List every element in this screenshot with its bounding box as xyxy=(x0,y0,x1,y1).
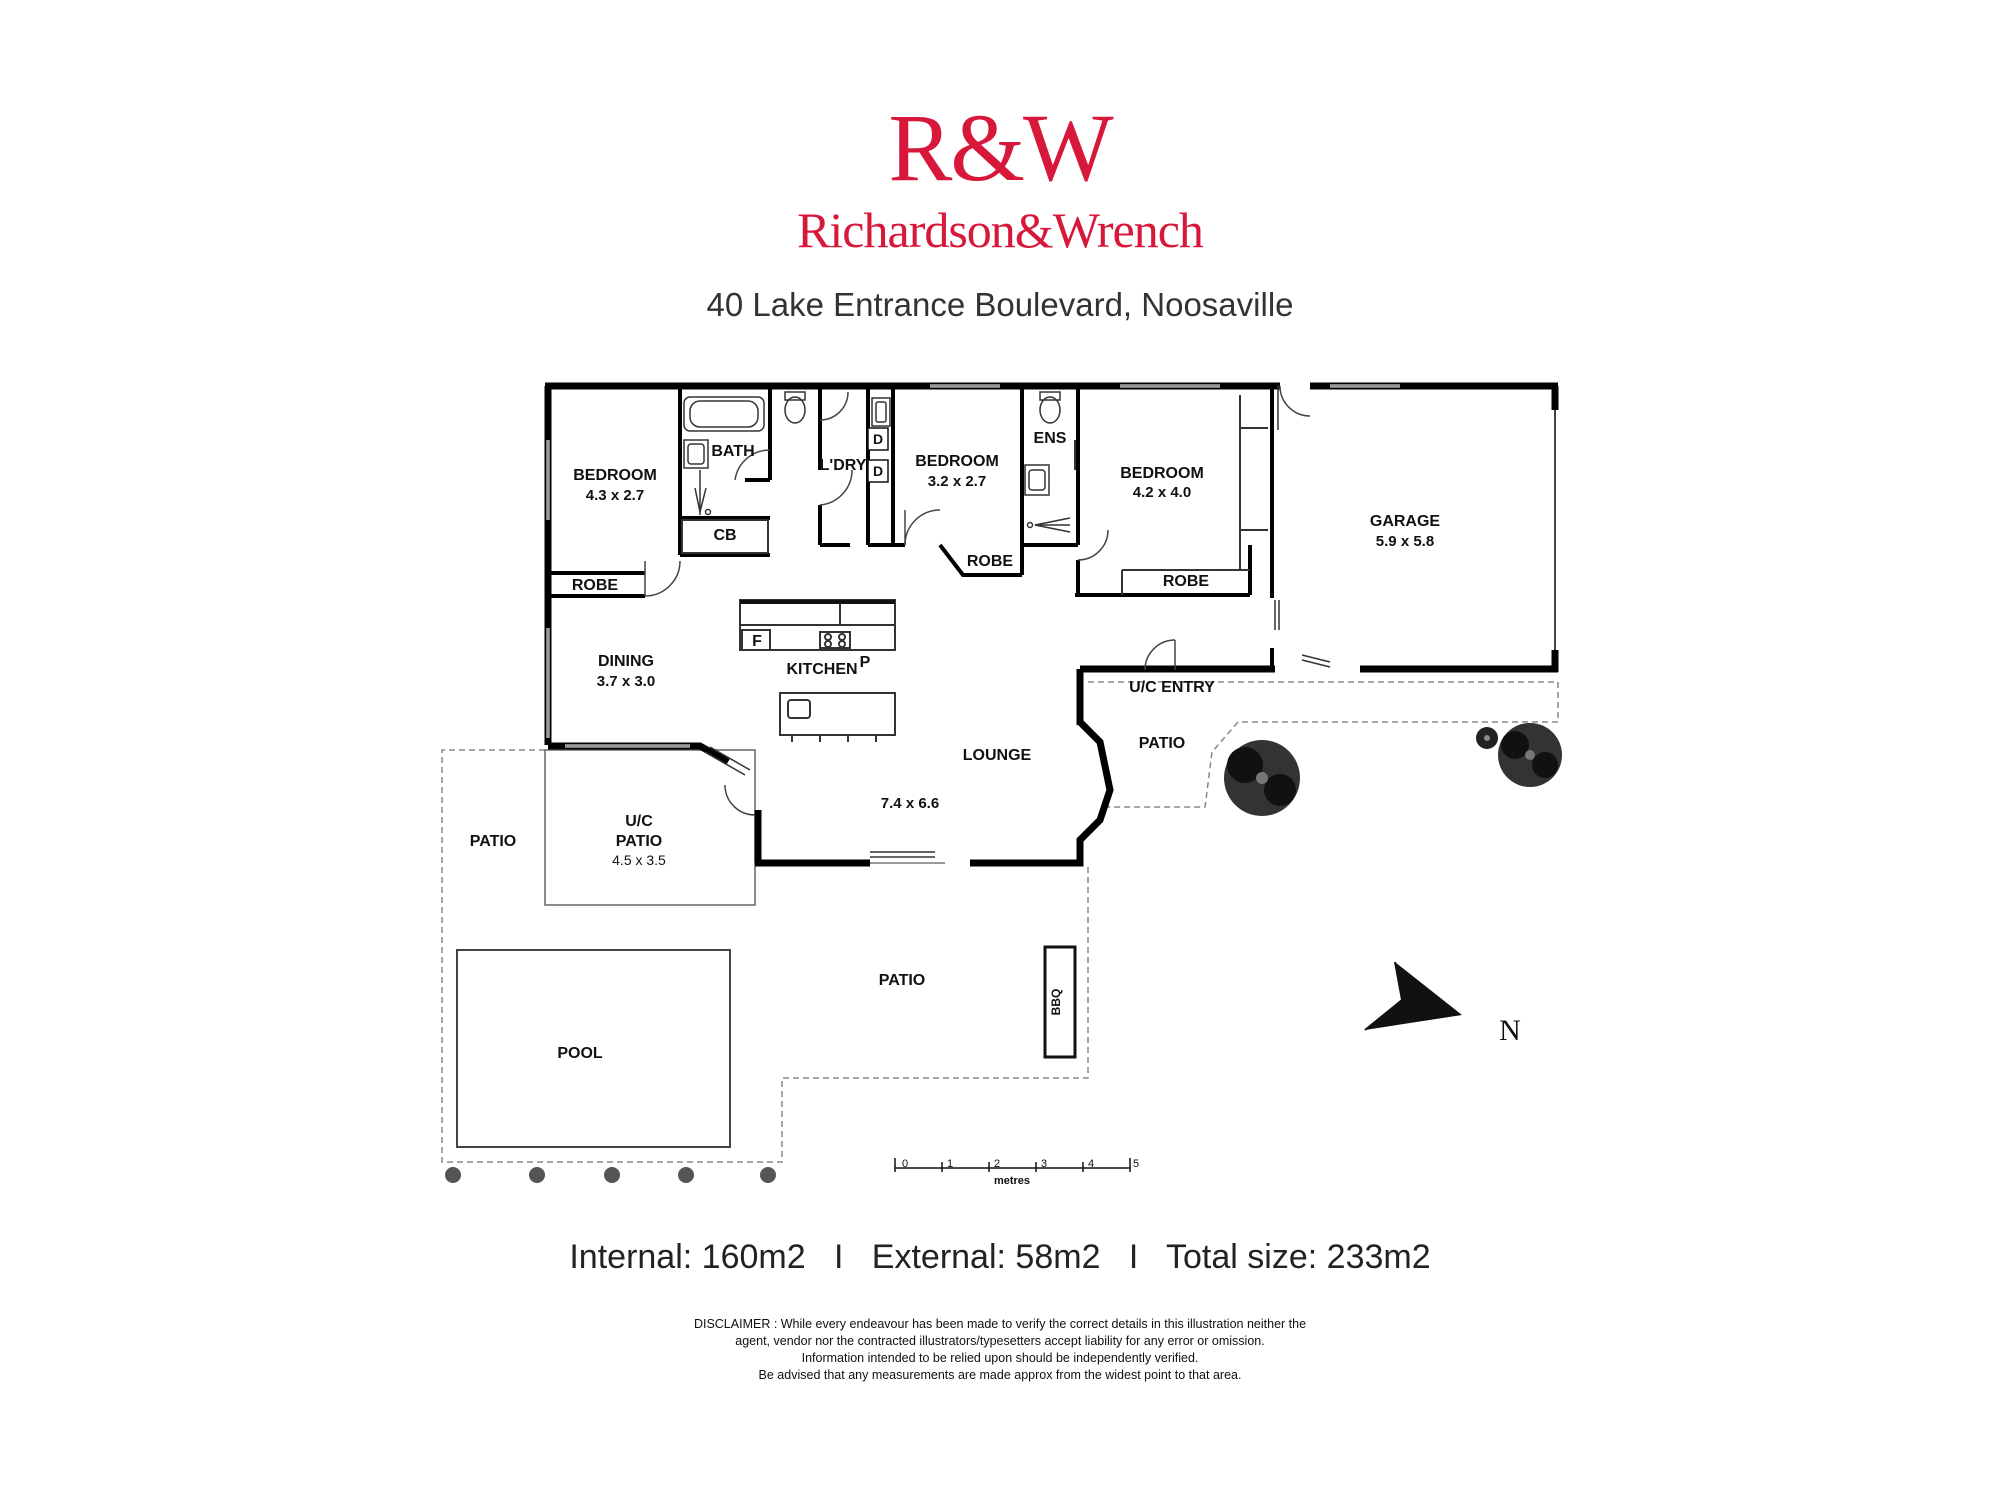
disclaimer-line: agent, vendor nor the contracted illustr… xyxy=(735,1334,1265,1348)
brand-name: Richardson&Wrench xyxy=(797,202,1204,258)
bedroom-3-dims: 4.2 x 4.0 xyxy=(1133,484,1191,501)
door-swings xyxy=(644,385,1311,816)
disclaimer-line: Information intended to be relied upon s… xyxy=(801,1351,1199,1365)
dryer-box-1 xyxy=(867,427,889,451)
tree-icon xyxy=(1498,723,1562,787)
disclaimer-line: DISCLAIMER : While every endeavour has b… xyxy=(693,1317,1307,1331)
external-value: 58m2 xyxy=(1015,1238,1101,1276)
scale-tick: 5 xyxy=(1133,1158,1139,1170)
laundry-dryer-1: D xyxy=(873,431,883,447)
separator: I xyxy=(833,1238,844,1276)
north-label: N xyxy=(1499,1014,1521,1047)
separator: I xyxy=(1128,1238,1139,1276)
uc-patio-label-2: PATIO xyxy=(616,833,663,850)
joinery xyxy=(681,395,1268,595)
scale-tick: 1 xyxy=(947,1158,953,1170)
pool-label: POOL xyxy=(557,1045,603,1062)
bedroom-2-dims: 3.2 x 2.7 xyxy=(928,473,986,490)
total-label: Total size: xyxy=(1166,1238,1318,1276)
bbq-counter xyxy=(1043,945,1077,1059)
disclaimer-line: Be advised that any measurements are mad… xyxy=(758,1368,1242,1382)
scale-bar xyxy=(894,1158,1131,1172)
exterior-walls xyxy=(544,382,1559,867)
brand-logo-mark: R&W xyxy=(888,94,1113,201)
laundry-dryer-2: D xyxy=(873,463,883,479)
patio-west-label: PATIO xyxy=(470,833,517,850)
bedroom-3-label: BEDROOM xyxy=(1120,465,1204,482)
internal-value: 160m2 xyxy=(701,1238,806,1276)
pool xyxy=(456,949,731,1148)
total-value: 233m2 xyxy=(1326,1238,1431,1276)
patio-outline xyxy=(441,681,1559,1163)
north-arrow-icon xyxy=(1364,961,1462,1031)
cupboard-label: CB xyxy=(713,527,736,544)
robe-2-label: ROBE xyxy=(967,553,1014,570)
garage-dims: 5.9 x 5.8 xyxy=(1376,533,1434,550)
scale-ticks: 0 1 2 3 4 5 metres xyxy=(902,1158,1139,1187)
patio-front-label: PATIO xyxy=(1139,735,1186,752)
kitchen-bench-top xyxy=(740,600,895,604)
scale-tick: 2 xyxy=(994,1158,1000,1170)
interior-walls xyxy=(548,386,1274,669)
external-label: External: xyxy=(871,1238,1006,1276)
bath-fixtures xyxy=(683,391,1071,533)
property-address: 40 Lake Entrance Boulevard, Noosaville xyxy=(706,286,1294,323)
bath-label: BATH xyxy=(711,443,754,460)
lounge-label: LOUNGE xyxy=(963,747,1032,764)
dryer-box-2 xyxy=(867,459,889,483)
kitchen-label: KITCHEN xyxy=(786,661,857,678)
lounge-dims: 7.4 x 6.6 xyxy=(881,795,939,812)
garage-label: GARAGE xyxy=(1370,513,1441,530)
scale-tick: 4 xyxy=(1088,1158,1094,1170)
ensuite-label: ENS xyxy=(1034,430,1067,447)
laundry-label: L'DRY xyxy=(820,457,867,474)
dining-dims: 3.7 x 3.0 xyxy=(597,673,655,690)
patio-main-label: PATIO xyxy=(879,972,926,989)
window-lines xyxy=(547,385,1400,864)
shrub-row xyxy=(445,1167,776,1183)
bbq-label: BBQ xyxy=(1049,989,1063,1016)
tree-icon xyxy=(1224,740,1300,816)
disclaimer: DISCLAIMER : While every endeavour has b… xyxy=(0,1316,2000,1384)
scale-unit: metres xyxy=(994,1175,1030,1187)
bedroom-1-dims: 4.3 x 2.7 xyxy=(586,487,644,504)
scale-tick: 3 xyxy=(1041,1158,1047,1170)
robe-3-label: ROBE xyxy=(1163,573,1210,590)
uc-patio-dims: 4.5 x 3.5 xyxy=(612,852,666,868)
internal-label: Internal: xyxy=(569,1238,693,1276)
bedroom-2-label: BEDROOM xyxy=(915,453,999,470)
pantry-label: P xyxy=(860,654,871,671)
bedroom-1-label: BEDROOM xyxy=(573,467,657,484)
fridge-label: F xyxy=(752,633,762,650)
robe-1-label: ROBE xyxy=(572,577,619,594)
uc-patio-label-1: U/C xyxy=(625,813,653,830)
dining-label: DINING xyxy=(598,653,654,670)
area-summary: Internal: 160m2 I External: 58m2 I Total… xyxy=(0,1240,2000,1274)
scale-tick: 0 xyxy=(902,1158,908,1170)
sliding-doors xyxy=(704,600,1331,858)
uc-entry-label: U/C ENTRY xyxy=(1129,679,1215,696)
tree-icon xyxy=(1476,727,1498,749)
